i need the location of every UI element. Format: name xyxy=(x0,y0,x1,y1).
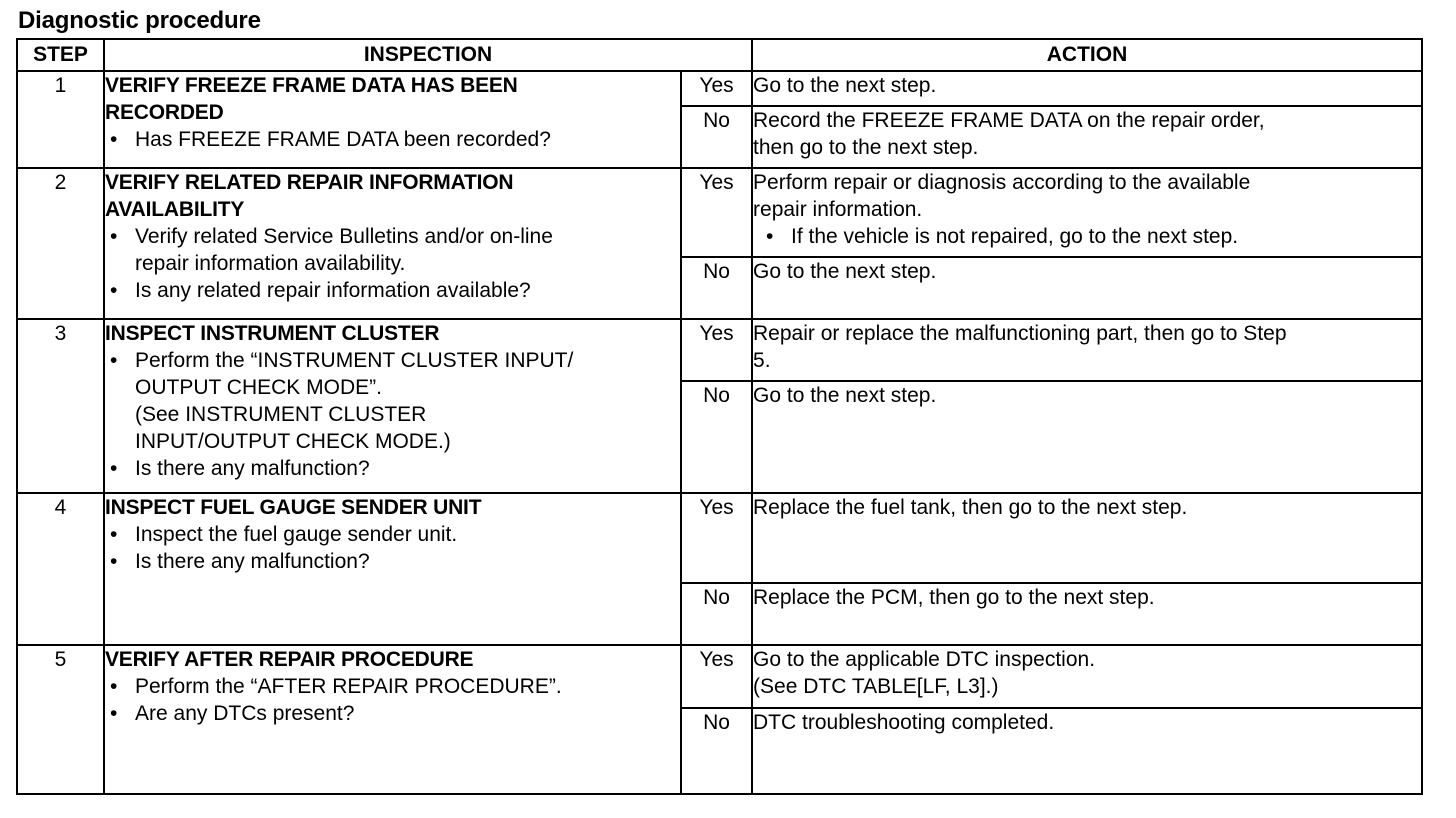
yes-action: Perform repair or diagnosis according to… xyxy=(751,167,1424,258)
table-row: No Go to the next step. xyxy=(17,380,1424,494)
no-label: No xyxy=(679,380,754,494)
step-number: 3 xyxy=(16,318,105,494)
no-label: No xyxy=(679,105,754,169)
inspection-cell: VERIFY RELATED REPAIR INFORMATION AVAILA… xyxy=(103,167,682,320)
no-action: Go to the next step. xyxy=(751,380,1424,494)
list-item: Is there any malfunction? xyxy=(105,548,680,575)
list-item: Has FREEZE FRAME DATA been recorded? xyxy=(105,126,680,153)
table-row: No DTC troubleshooting completed. xyxy=(17,707,1424,795)
inspection-bullets: Perform the “INSTRUMENT CLUSTER INPUT/ O… xyxy=(105,347,680,401)
inspection-cell: VERIFY FREEZE FRAME DATA HAS BEEN RECORD… xyxy=(103,70,682,169)
inspection-title: INSPECT FUEL GAUGE SENDER UNIT xyxy=(105,496,482,519)
inspection-bullets: Verify related Service Bulletins and/or … xyxy=(105,223,680,304)
inspection-bullets: Inspect the fuel gauge sender unit. Is t… xyxy=(105,521,680,575)
yes-action: Go to the next step. xyxy=(751,70,1424,107)
yes-label: Yes xyxy=(679,492,754,584)
no-label: No xyxy=(679,256,754,320)
header-step: STEP xyxy=(16,38,105,72)
inspection-cell: VERIFY AFTER REPAIR PROCEDURE Perform th… xyxy=(103,644,682,795)
yes-action: Repair or replace the malfunctioning par… xyxy=(751,318,1424,382)
yes-label: Yes xyxy=(679,167,754,258)
inspection-title: VERIFY RELATED REPAIR INFORMATION AVAILA… xyxy=(105,171,514,221)
header-inspection: INSPECTION xyxy=(102,38,754,72)
yes-label: Yes xyxy=(679,318,754,382)
yes-label: Yes xyxy=(679,70,754,107)
table-row: 3 INSPECT INSTRUMENT CLUSTER Perform the… xyxy=(16,318,1424,494)
table-row: 1 VERIFY FREEZE FRAME DATA HAS BEEN RECO… xyxy=(16,70,1424,169)
list-item: If the vehicle is not repaired, go to th… xyxy=(753,223,1421,250)
step-number: 2 xyxy=(16,167,105,320)
no-action: DTC troubleshooting completed. xyxy=(751,707,1424,795)
inspection-bullets: Perform the “AFTER REPAIR PROCEDURE”. Ar… xyxy=(105,673,680,727)
list-item: Verify related Service Bulletins and/or … xyxy=(105,223,680,277)
see-reference: (See INSTRUMENT CLUSTER INPUT/OUTPUT CHE… xyxy=(135,403,451,453)
yes-action: Replace the fuel tank, then go to the ne… xyxy=(751,492,1424,584)
header-row: STEP INSPECTION ACTION xyxy=(16,38,1424,72)
inspection-title: VERIFY FREEZE FRAME DATA HAS BEEN RECORD… xyxy=(105,74,518,124)
inspection-cell: INSPECT FUEL GAUGE SENDER UNIT Inspect t… xyxy=(103,492,682,646)
inspection-bullets: Has FREEZE FRAME DATA been recorded? xyxy=(105,126,680,153)
list-item: Perform the “INSTRUMENT CLUSTER INPUT/ O… xyxy=(105,347,680,401)
table-row: No Replace the PCM, then go to the next … xyxy=(17,582,1424,646)
table-row: 2 VERIFY RELATED REPAIR INFORMATION AVAI… xyxy=(16,167,1424,320)
inspection-cell: INSPECT INSTRUMENT CLUSTER Perform the “… xyxy=(103,318,682,494)
step-number: 1 xyxy=(16,70,105,169)
inspection-title: VERIFY AFTER REPAIR PROCEDURE xyxy=(105,648,474,671)
table-row: No Go to the next step. xyxy=(17,256,1424,320)
table-row: 5 VERIFY AFTER REPAIR PROCEDURE Perform … xyxy=(16,644,1424,795)
no-action: Go to the next step. xyxy=(751,256,1424,320)
step-number: 4 xyxy=(16,492,105,646)
no-action: Record the FREEZE FRAME DATA on the repa… xyxy=(751,105,1424,169)
table-row: 4 INSPECT FUEL GAUGE SENDER UNIT Inspect… xyxy=(16,492,1424,646)
no-label: No xyxy=(679,707,754,795)
list-item: Is any related repair information availa… xyxy=(105,277,680,304)
no-action: Replace the PCM, then go to the next ste… xyxy=(751,582,1424,646)
yes-label: Yes xyxy=(679,644,754,709)
list-item: Inspect the fuel gauge sender unit. xyxy=(105,521,680,548)
list-item: Is there any malfunction? xyxy=(105,455,680,482)
inspection-bullets: Is there any malfunction? xyxy=(105,455,680,482)
step-number: 5 xyxy=(16,644,105,795)
yes-action: Go to the applicable DTC inspection. (Se… xyxy=(751,644,1424,709)
page-title: Diagnostic procedure xyxy=(18,7,261,34)
list-item: Perform the “AFTER REPAIR PROCEDURE”. xyxy=(105,673,680,700)
table-row: No Record the FREEZE FRAME DATA on the r… xyxy=(17,105,1424,169)
no-label: No xyxy=(679,582,754,646)
header-action: ACTION xyxy=(751,38,1424,72)
diagnostic-procedure-table: STEP INSPECTION ACTION 1 VERIFY FREEZE F… xyxy=(16,38,1424,795)
inspection-title: INSPECT INSTRUMENT CLUSTER xyxy=(105,322,440,345)
list-item: Are any DTCs present? xyxy=(105,700,680,727)
